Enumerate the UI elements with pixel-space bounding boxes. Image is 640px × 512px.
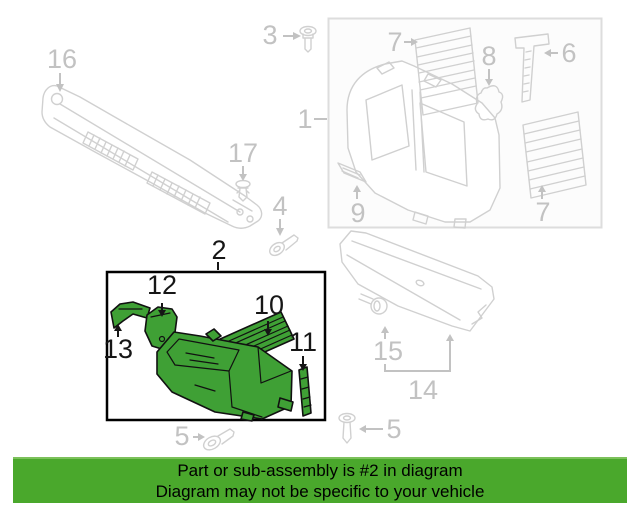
part-5-left-bolt-drawing <box>202 428 235 451</box>
part-9-drawing <box>337 162 367 183</box>
callout-17: 17 <box>227 138 259 168</box>
callout-5-left: 5 <box>174 421 190 451</box>
callout-14: 14 <box>407 375 439 405</box>
callout-2: 2 <box>211 235 227 265</box>
banner-line-1: Part or sub-assembly is #2 in diagram <box>177 461 463 480</box>
part-14-deflector-drawing <box>339 230 495 332</box>
part-6-bracket-drawing <box>514 33 550 103</box>
highlight-banner: Part or sub-assembly is #2 in diagram Di… <box>13 457 627 503</box>
callout-7-upper: 7 <box>387 27 403 57</box>
callout-13: 13 <box>102 334 134 364</box>
callout-4: 4 <box>272 191 288 221</box>
callout-15: 15 <box>372 336 404 366</box>
gray-callout-arrows <box>56 32 558 441</box>
callout-12: 12 <box>146 270 178 300</box>
callout-10: 10 <box>253 290 285 320</box>
part-15-pin-drawing <box>358 293 388 315</box>
callout-5-right: 5 <box>386 414 402 444</box>
assembly-1-drawing <box>346 60 501 229</box>
callout-11: 11 <box>288 327 318 357</box>
part-5-right-bolt-drawing <box>338 412 356 444</box>
part-4-screw-drawing <box>269 234 299 257</box>
callout-9: 9 <box>350 198 366 228</box>
part-7-upper-louver-drawing <box>414 27 479 116</box>
callout-6: 6 <box>561 38 577 68</box>
callout-1: 1 <box>297 104 313 134</box>
part-7-lower-louver-drawing <box>522 111 587 199</box>
callout-3: 3 <box>262 20 278 50</box>
banner-line-2: Diagram may not be specific to your vehi… <box>155 482 485 501</box>
part-2-duct-drawing <box>156 328 294 422</box>
callout-8: 8 <box>481 41 497 71</box>
part-3-bolt-drawing <box>299 25 317 53</box>
part-8-drawing <box>474 85 504 121</box>
black-callout-arrows <box>114 262 307 371</box>
part-16-drawing <box>41 84 263 229</box>
callout-16: 16 <box>46 44 78 74</box>
callout-7-lower: 7 <box>535 197 551 227</box>
part-17-pin-drawing <box>235 179 251 202</box>
